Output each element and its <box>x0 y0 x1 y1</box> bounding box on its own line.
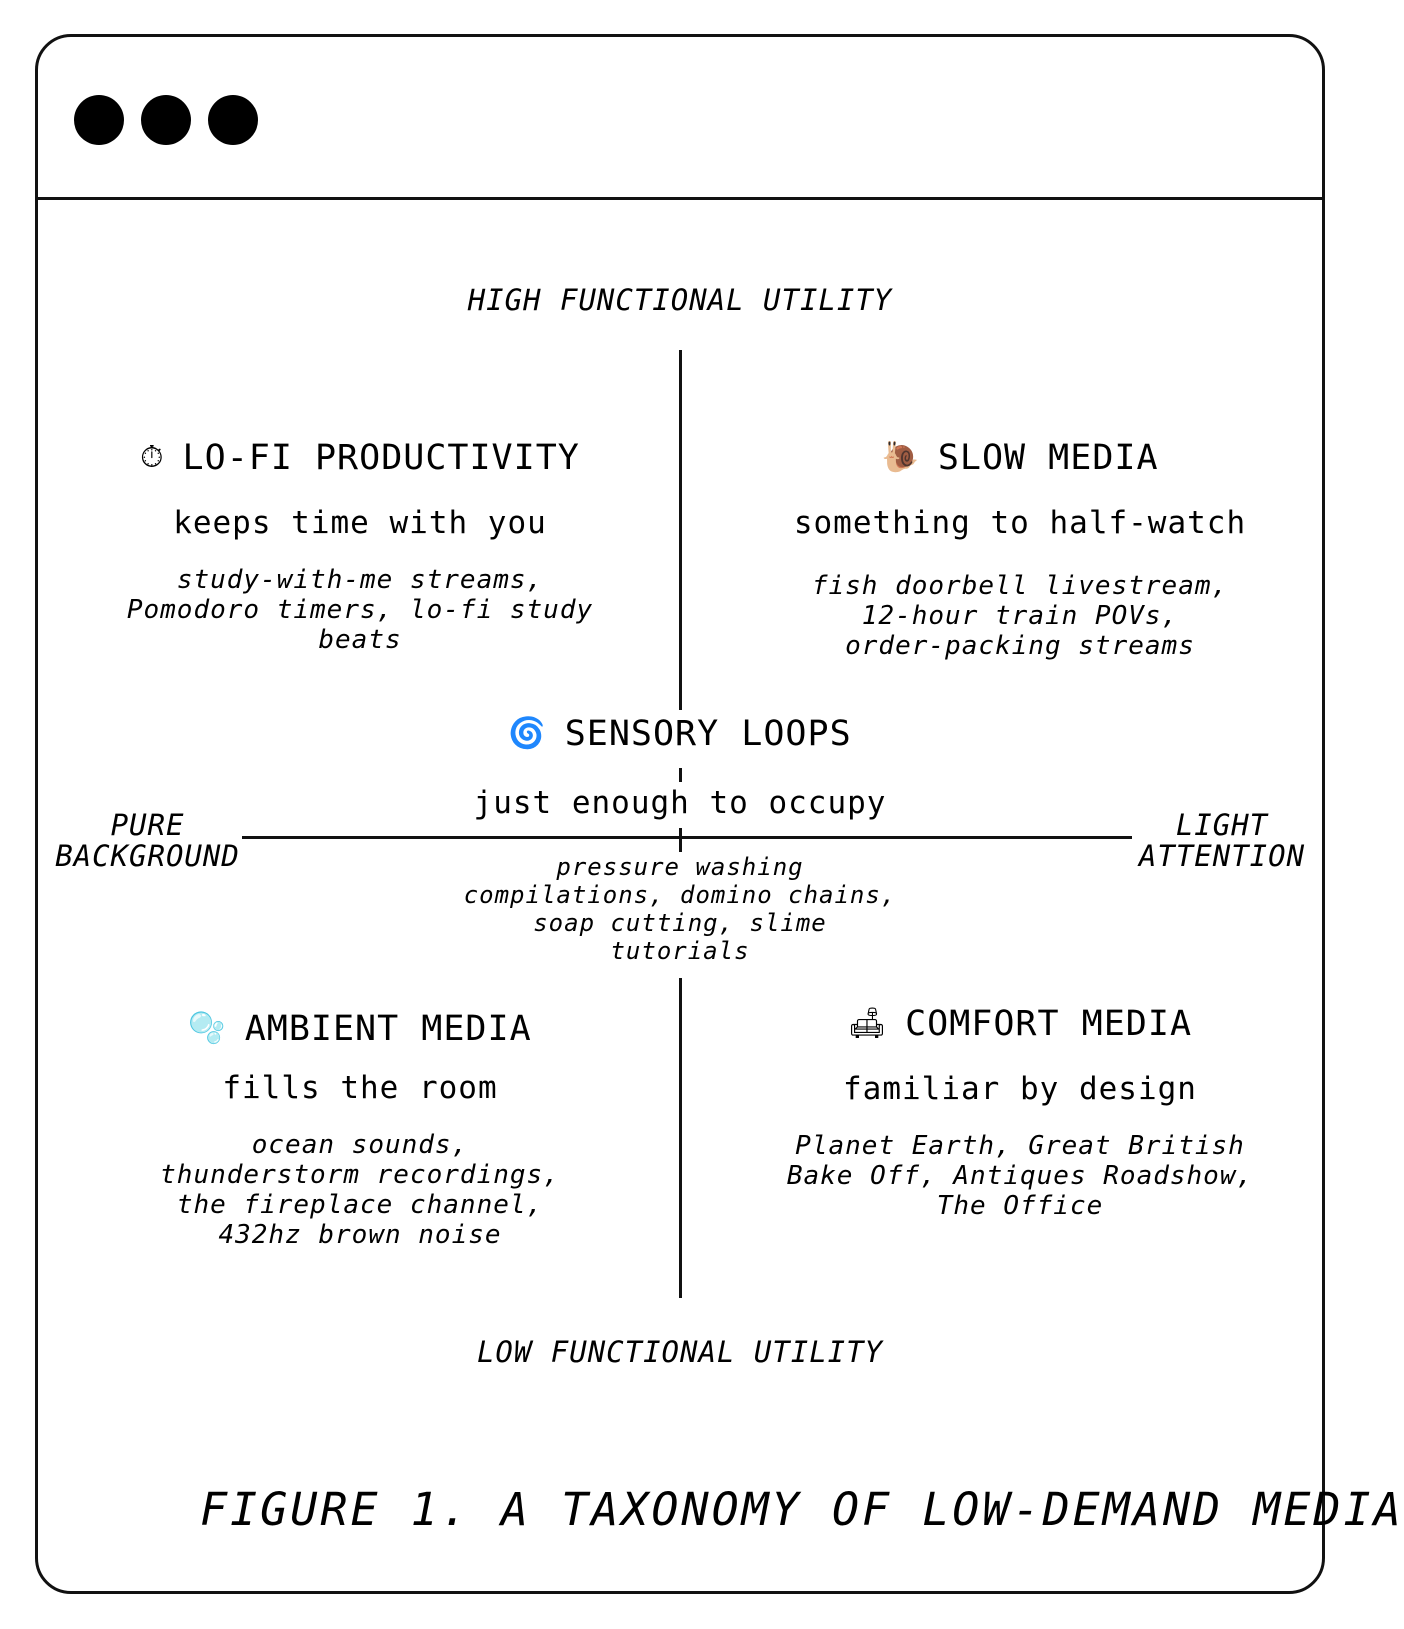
quadrant-subtitle: something to half-watch <box>793 505 1247 541</box>
bubbles-icon: 🫧 <box>188 1011 227 1046</box>
axis-label-left-line2: BACKGROUND <box>55 839 240 873</box>
couch-lamp-icon: 🛋 <box>847 1006 888 1041</box>
quadrant-title: SLOW MEDIA <box>937 438 1159 478</box>
vertical-axis-tick-upper <box>679 768 682 782</box>
vertical-axis-tick-lower <box>679 828 682 852</box>
cyclone-icon: 🌀 <box>508 716 547 751</box>
vertical-axis-lower <box>679 978 682 1298</box>
quadrant-subtitle: familiar by design <box>843 1071 1197 1107</box>
quadrant-subtitle: keeps time with you <box>173 505 547 541</box>
window-titlebar <box>38 37 1322 200</box>
axis-label-left-line1: PURE <box>110 808 185 842</box>
axis-label-right-line1: LIGHT <box>1175 808 1269 842</box>
snail-icon: 🐌 <box>881 440 920 475</box>
axis-label-bottom: LOW FUNCTIONAL UTILITY <box>476 1335 884 1369</box>
axis-label-top: HIGH FUNCTIONAL UTILITY <box>467 283 893 317</box>
window-control-dot[interactable] <box>208 95 258 145</box>
quadrant-subtitle: fills the room <box>222 1070 498 1106</box>
quadrant-title: AMBIENT MEDIA <box>244 1009 532 1049</box>
quadrant-sensory-loops: 🌀 SENSORY LOOPS <box>430 713 930 755</box>
quadrant-lofi-productivity: ⏱LO-FI PRODUCTIVITY keeps time with you … <box>100 437 620 655</box>
window-control-dot[interactable] <box>141 95 191 145</box>
quadrant-examples: Planet Earth, Great British Bake Off, An… <box>786 1131 1254 1221</box>
quadrant-examples: pressure washing compilations, domino ch… <box>463 853 897 965</box>
quadrant-subtitle: just enough to occupy <box>430 785 930 821</box>
quadrant-examples: fish doorbell livestream, 12-hour train … <box>811 571 1229 661</box>
axis-label-right-line2: ATTENTION <box>1138 839 1306 873</box>
horizontal-axis <box>242 836 1132 839</box>
quadrant-title: LO-FI PRODUCTIVITY <box>182 438 580 478</box>
window-control-dot[interactable] <box>74 95 124 145</box>
quadrant-comfort-media: 🛋 COMFORT MEDIA familiar by design Planet… <box>760 1003 1280 1221</box>
quadrant-examples: ocean sounds, thunderstorm recordings, t… <box>160 1130 560 1250</box>
taxonomy-diagram: HIGH FUNCTIONAL UTILITY LOW FUNCTIONAL U… <box>40 283 1401 1537</box>
figure-caption: FIGURE 1. A TAXONOMY OF LOW-DEMAND MEDIA <box>200 1483 1404 1536</box>
quadrant-ambient-media: 🫧 AMBIENT MEDIA fills the room ocean soun… <box>100 1008 620 1250</box>
axis-label-right: LIGHT ATTENTION <box>1122 810 1322 872</box>
quadrant-title: COMFORT MEDIA <box>905 1004 1193 1044</box>
vertical-axis-upper <box>679 350 682 710</box>
quadrant-title: SENSORY LOOPS <box>564 714 852 754</box>
quadrant-slow-media: 🐌 SLOW MEDIA something to half-watch fish… <box>760 437 1280 661</box>
axis-label-left: PURE BACKGROUND <box>40 810 255 872</box>
quadrant-examples: study-with-me streams, Pomodoro timers, … <box>126 565 594 655</box>
stopwatch-icon: ⏱ <box>140 440 165 475</box>
